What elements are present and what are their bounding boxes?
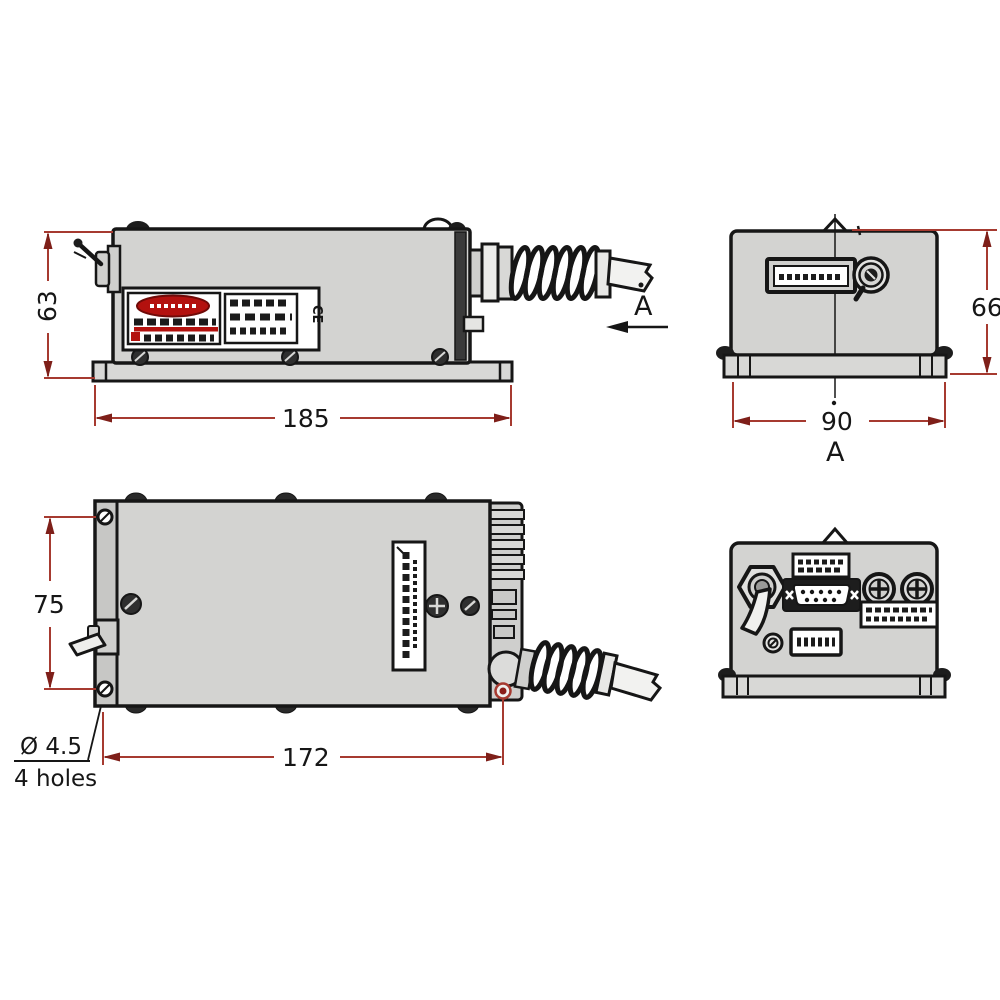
dim-text-185: 185 — [282, 404, 330, 433]
connector-panel-edge — [485, 501, 525, 702]
dim-66: 66 — [852, 229, 1000, 375]
toggle-lever — [740, 587, 772, 636]
rear-top-label — [791, 552, 851, 579]
dim-text-63: 63 — [33, 290, 62, 322]
panel-screw — [762, 632, 784, 654]
front-view: A — [716, 214, 953, 468]
centerline-dot — [831, 400, 837, 406]
dim-90: 90 — [732, 382, 946, 436]
coil — [508, 245, 602, 301]
rear-bottom-label — [789, 627, 843, 657]
view-arrow-letter: A — [634, 291, 653, 322]
output-cable — [468, 242, 654, 303]
rear-right-label — [859, 600, 939, 629]
dim-185: 185 — [94, 385, 512, 433]
rear-view — [718, 526, 951, 699]
top-spec-label — [391, 540, 427, 672]
toggle-switch — [737, 565, 787, 636]
db9-connector — [782, 578, 861, 612]
leader-line — [87, 705, 102, 761]
bottom-screws — [131, 348, 449, 366]
base-plate-rear — [721, 674, 947, 699]
red-stripe — [134, 327, 218, 332]
dim-172: 172 — [102, 699, 504, 772]
hole-note: Ø 4.5 4 holes — [14, 705, 102, 792]
mounting-hole — [96, 508, 114, 526]
dim-text-90: 90 — [821, 407, 853, 436]
spec-label — [223, 292, 299, 345]
base-plate-front — [722, 353, 948, 379]
front-strip — [97, 503, 117, 704]
base-plate — [91, 360, 514, 383]
hole-count-text: 4 holes — [14, 766, 97, 792]
ce-mark: CE — [309, 305, 324, 323]
cover-screw — [120, 593, 142, 615]
cable-ribbon — [609, 661, 663, 702]
reference-hole — [494, 682, 512, 700]
front-connector — [852, 256, 890, 302]
dim-text-66: 66 — [971, 293, 1000, 322]
connector-stub — [462, 315, 485, 333]
red-square — [131, 332, 140, 341]
rear-edge-strip — [454, 231, 467, 361]
dimension-annotations: 63 185 66 — [14, 229, 1000, 792]
cover-screw-cross — [425, 594, 449, 618]
view-direction-marker: A — [606, 282, 668, 333]
key-switch — [73, 238, 122, 294]
dim-text-75: 75 — [33, 590, 65, 619]
mounting-hole — [96, 680, 114, 698]
hole-diameter-text: Ø 4.5 — [20, 734, 82, 760]
letter-dot — [638, 282, 644, 288]
cover-screw — [460, 596, 480, 616]
cable-ribbon — [606, 256, 654, 293]
coil — [528, 640, 604, 700]
key-switch-top — [68, 618, 120, 657]
round-connector — [862, 572, 896, 606]
dim-75: 75 — [33, 516, 96, 690]
view-arrow-head — [606, 321, 628, 333]
cable-top-view — [487, 640, 663, 702]
front-label — [765, 257, 857, 294]
side-view: CE — [73, 217, 654, 383]
laser-warning-label — [126, 291, 222, 346]
view-name-letter: A — [826, 437, 845, 468]
label-assembly: CE — [121, 286, 324, 352]
dim-63: 63 — [33, 231, 113, 379]
dim-text-172: 172 — [282, 743, 330, 772]
round-connector — [900, 572, 934, 606]
top-view — [68, 492, 663, 714]
